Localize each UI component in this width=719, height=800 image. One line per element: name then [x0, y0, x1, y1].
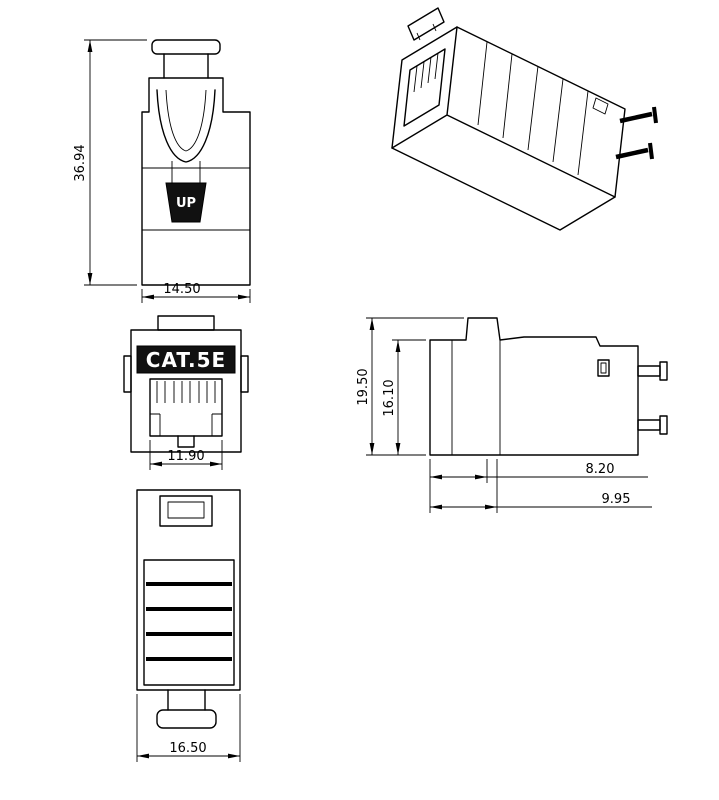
face-view: CAT.5E 11.90 [123, 315, 249, 470]
iso-rj45-opening [403, 48, 446, 127]
front-cap [151, 39, 221, 55]
iso-ribs [477, 41, 589, 176]
up-label: UP [176, 196, 196, 211]
dim-face-width: 11.90 [167, 449, 204, 464]
front-latch-sides [171, 161, 201, 183]
rear-rib-band [143, 559, 235, 686]
iso-silhouette [391, 26, 626, 231]
side-pin-lower-cap [659, 415, 668, 435]
rear-cap-stem [167, 689, 206, 711]
dim-side-overall-height: 19.50 [356, 368, 371, 405]
rear-body [136, 489, 241, 691]
rear-width-ext-lines [136, 694, 241, 762]
side-pin-upper [637, 365, 661, 377]
iso-box-edges [391, 26, 616, 198]
cat5e-band [136, 345, 236, 374]
side-depth-inner-ext [429, 459, 488, 513]
iso-pin-lower [615, 147, 649, 160]
front-latch-outer-curve [156, 89, 216, 163]
isometric-view [391, 7, 658, 231]
iso-pin-upper [619, 111, 653, 124]
front-view: UP 36.94 14.50 [73, 39, 251, 303]
side-latch-window [597, 359, 610, 377]
dim-front-height: 36.94 [73, 144, 88, 181]
rear-view: 16.50 [136, 489, 241, 762]
front-height-ext-lines [84, 39, 147, 286]
iso-rj45-pins [413, 52, 439, 93]
side-outline [429, 317, 639, 456]
iso-cap-stems [416, 23, 437, 41]
side-latch-window-inner [600, 362, 607, 374]
rear-ribs [146, 582, 232, 661]
face-top-tab [157, 315, 215, 331]
side-pin-upper-cap [659, 361, 668, 381]
up-tag [165, 182, 207, 223]
side-inner-lines [451, 340, 501, 455]
dim-side-body-height: 16.10 [382, 379, 397, 416]
rear-cap [156, 709, 217, 729]
dim-rear-width: 16.50 [169, 741, 206, 756]
cat5e-label: CAT.5E [146, 348, 226, 372]
face-left-ear [123, 355, 132, 393]
iso-latch-slot [592, 97, 609, 115]
iso-pin-upper-cap [652, 106, 658, 124]
iso-dust-cap [407, 7, 445, 41]
front-body-outline [141, 77, 251, 286]
rj45-pins [156, 381, 216, 403]
front-latch-inner-curve [165, 89, 207, 152]
dim-front-width: 14.50 [163, 282, 200, 297]
front-body-lines [142, 167, 250, 231]
dim-side-depth-inner: 8.20 [586, 462, 615, 477]
rear-latch-back [159, 495, 213, 527]
side-pin-lower [637, 419, 661, 431]
side-overall-height-ext [366, 317, 464, 456]
rj45-plug-profile [150, 413, 222, 436]
side-view: 19.50 16.10 8.20 9.95 [356, 317, 668, 513]
rear-latch-back-inner [167, 501, 205, 519]
face-right-ear [240, 355, 249, 393]
front-cap-stem [163, 53, 209, 79]
rj45-opening [149, 378, 223, 437]
rj45-key-notch [177, 435, 195, 448]
iso-pin-lower-cap [648, 142, 654, 160]
dim-side-depth-outer: 9.95 [602, 492, 631, 507]
